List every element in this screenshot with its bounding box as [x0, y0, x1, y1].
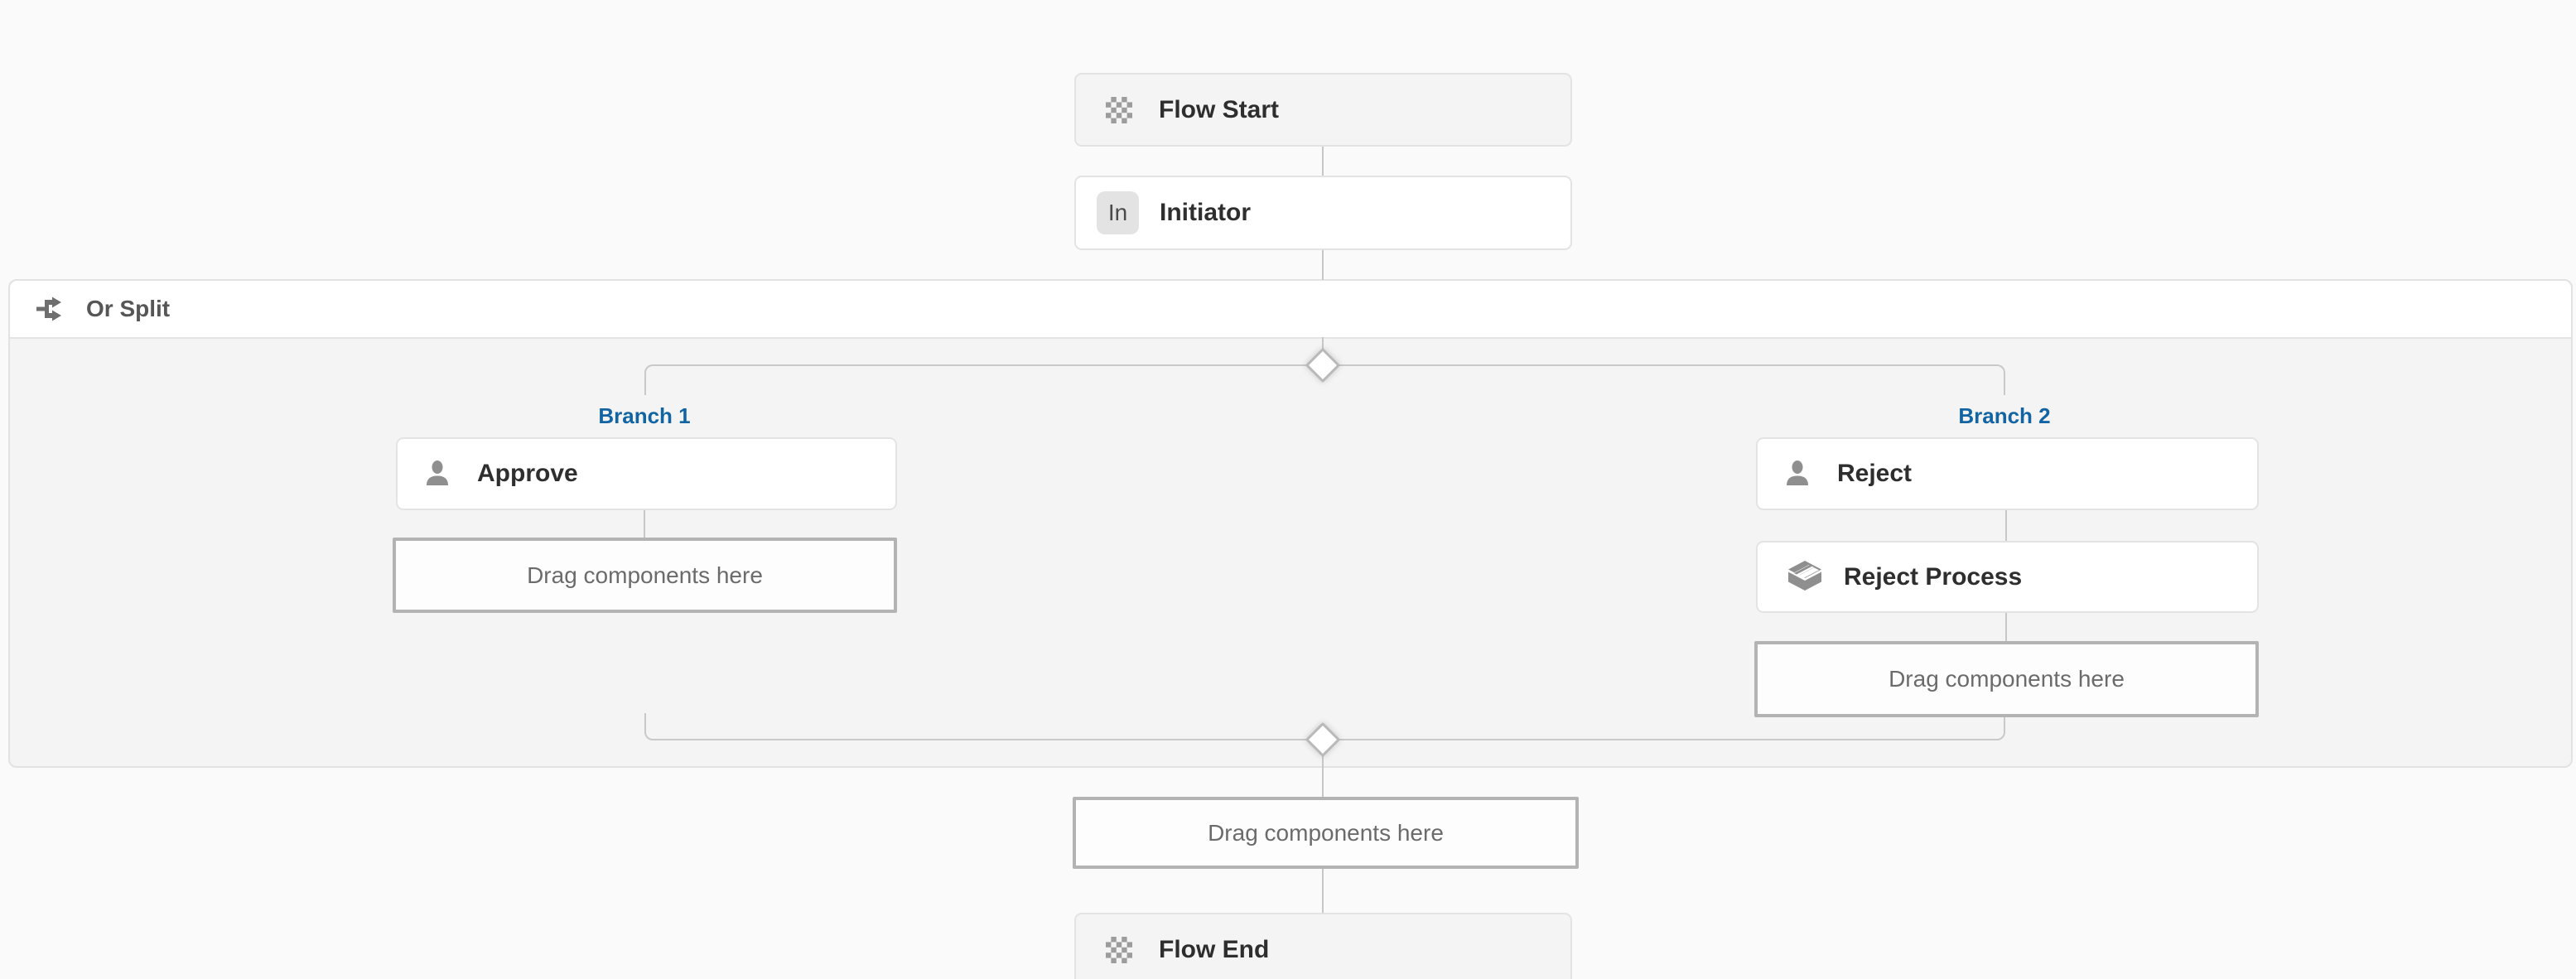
- flow-end-label: Flow End: [1159, 935, 1270, 963]
- initiator-node[interactable]: In Initiator: [1074, 176, 1572, 250]
- dropzone-label: Drag components here: [527, 562, 763, 588]
- checkered-icon: [1106, 96, 1132, 123]
- checkered-icon: [1106, 936, 1132, 963]
- connector-line: [2005, 510, 2007, 541]
- reject-step-node[interactable]: Reject: [1756, 437, 2259, 510]
- branch-2-dropzone[interactable]: Drag components here: [1754, 641, 2259, 717]
- or-split-container: Or Split: [8, 279, 2573, 768]
- reject-process-step-label: Reject Process: [1844, 562, 2023, 591]
- flow-start-node[interactable]: Flow Start: [1074, 73, 1572, 147]
- branch-2-label: Branch 2: [1958, 403, 2051, 428]
- user-icon: [1783, 460, 1811, 488]
- flow-start-label: Flow Start: [1159, 95, 1280, 123]
- process-icon: [1786, 560, 1824, 595]
- approve-step-node[interactable]: Approve: [396, 437, 897, 510]
- initiator-label: Initiator: [1160, 199, 1251, 226]
- connector-line: [1322, 750, 1324, 797]
- in-badge: In: [1097, 191, 1139, 234]
- approve-step-label: Approve: [477, 460, 578, 487]
- split-icon: [36, 296, 65, 322]
- branch-1-label: Branch 1: [598, 403, 691, 428]
- connector-line: [644, 510, 645, 538]
- or-split-label: Or Split: [86, 296, 171, 321]
- dropzone-label: Drag components here: [1208, 819, 1444, 846]
- or-split-header[interactable]: Or Split: [10, 281, 2571, 339]
- connector-line: [1322, 250, 1324, 280]
- reject-step-label: Reject: [1837, 460, 1913, 487]
- connector-line: [1322, 869, 1324, 913]
- dropzone-label: Drag components here: [1889, 666, 2125, 692]
- reject-process-step-node[interactable]: Reject Process: [1756, 541, 2259, 613]
- flow-end-node[interactable]: Flow End: [1074, 913, 1572, 979]
- connector-line: [2005, 613, 2007, 641]
- main-dropzone[interactable]: Drag components here: [1073, 797, 1579, 869]
- user-icon: [423, 460, 451, 488]
- connector-line: [1322, 147, 1324, 176]
- branch-1-dropzone[interactable]: Drag components here: [393, 538, 897, 613]
